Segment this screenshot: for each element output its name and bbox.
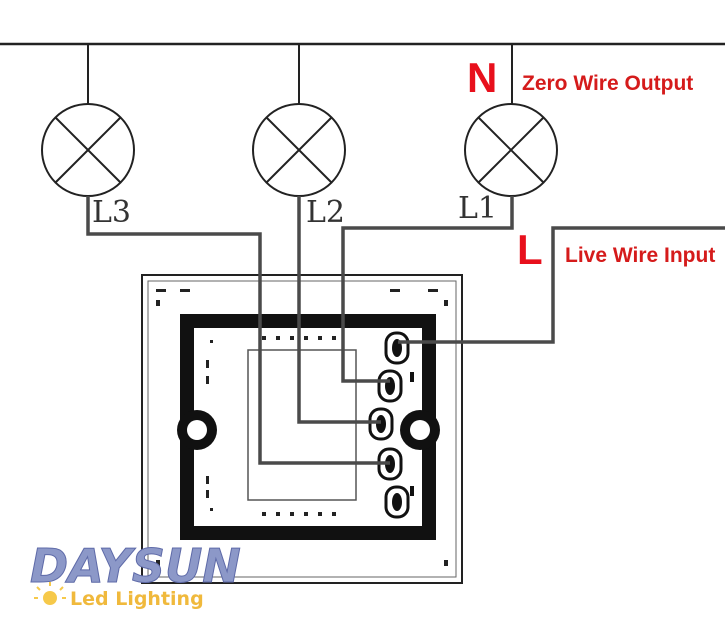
neutral-caption: Zero Wire Output (522, 72, 693, 95)
terminal-spare (384, 485, 410, 519)
neutral-letter: N (467, 54, 497, 101)
switch-plate-inner-edge (147, 280, 457, 578)
wire-l3 (86, 196, 390, 465)
terminal-side-marks (182, 372, 414, 496)
terminal-l1 (377, 369, 403, 403)
lamp-l3-label: L3 (92, 195, 131, 230)
plate-corner-marks (156, 289, 448, 566)
logo-tagline-text: Led Lighting (70, 588, 204, 610)
terminal-live-in (384, 331, 410, 365)
mounting-ear-left (177, 410, 217, 450)
live-caption: Live Wire Input (565, 244, 715, 267)
logo-brand-text: DAYSUN (30, 539, 241, 593)
mounting-ear-right (400, 410, 440, 450)
wire-live-input (398, 226, 725, 344)
wire-l1 (341, 196, 514, 383)
lamp-l1 (464, 103, 558, 197)
live-letter: L (517, 226, 543, 273)
terminal-l2 (368, 407, 394, 441)
lamp-l3 (41, 103, 135, 197)
sun-icon (34, 582, 66, 605)
lamp-l2-label: L2 (306, 195, 345, 230)
module-dot-marks (206, 336, 336, 516)
lamp-l1-label: L1 (458, 191, 497, 226)
wire-l2 (297, 196, 381, 424)
daysun-logo: DAYSUN Led Lighting (30, 539, 242, 611)
switch-module (247, 349, 357, 501)
lamp-l2 (252, 103, 346, 197)
